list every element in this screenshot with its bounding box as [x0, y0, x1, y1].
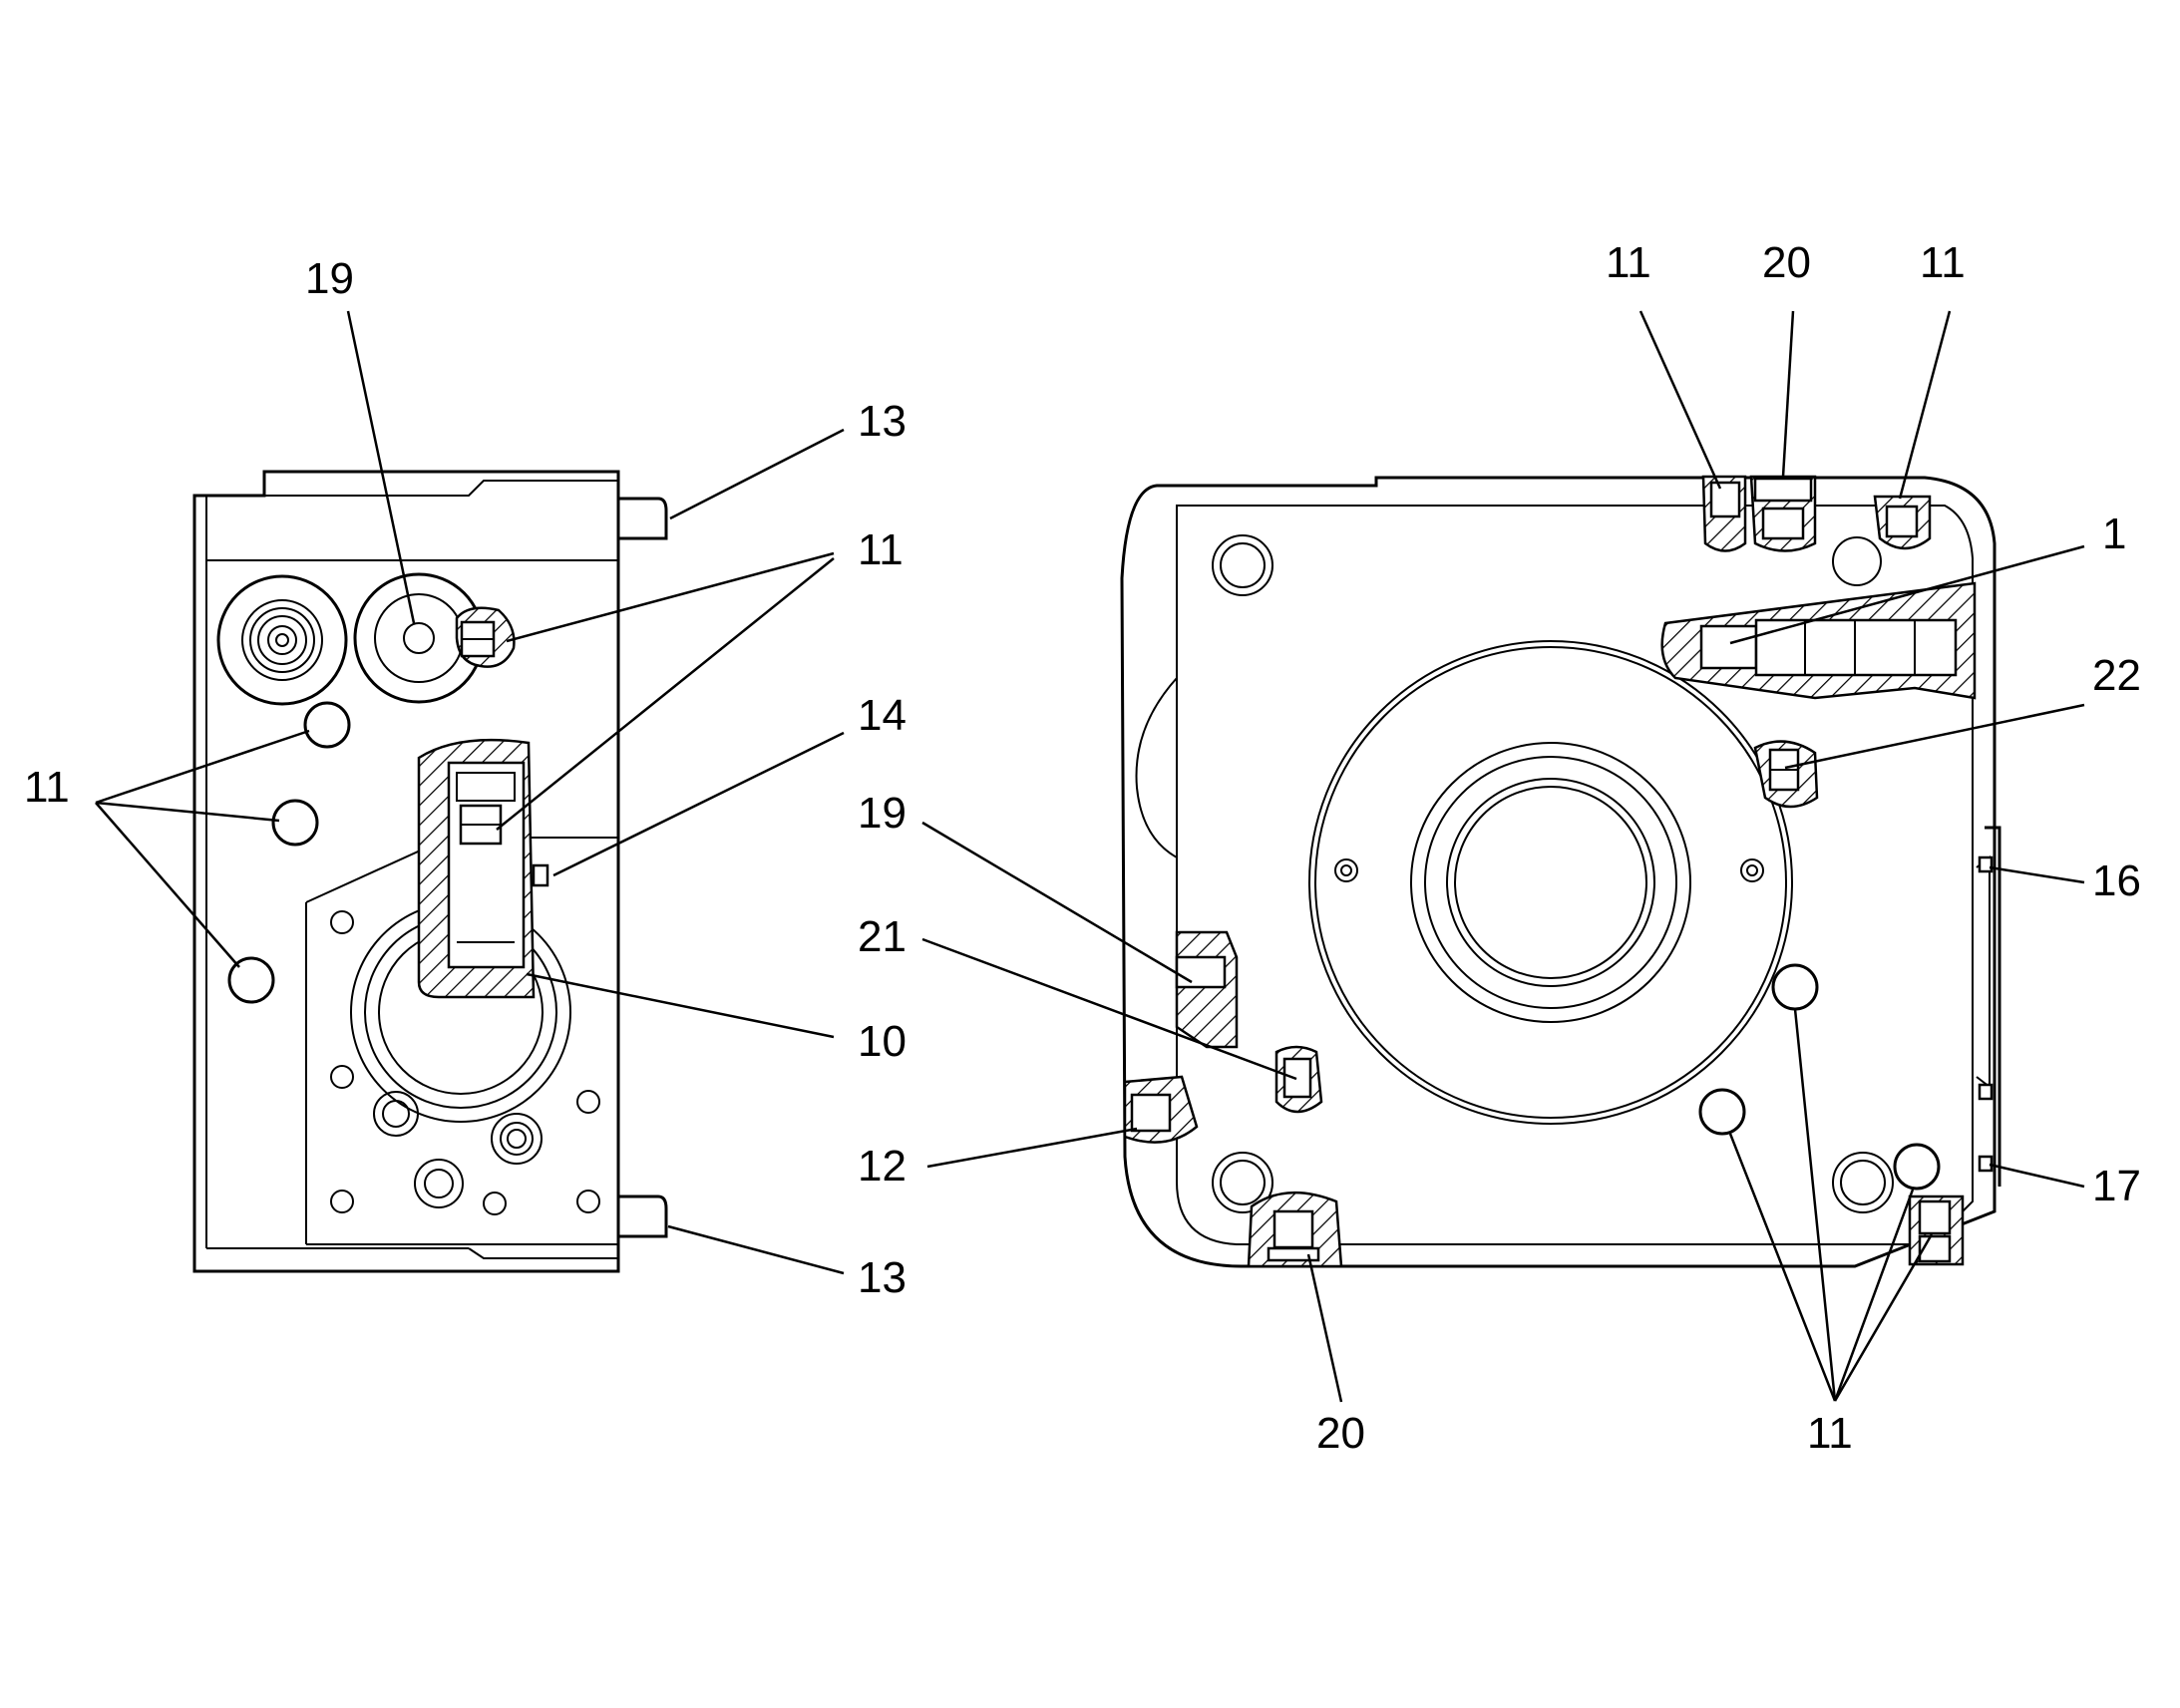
front-view: [921, 310, 2085, 1403]
plug-11-bottom-icon: [1908, 1195, 1965, 1266]
plug-11-icon: [455, 606, 516, 668]
callout-11-left-left: 11: [24, 763, 70, 812]
callout-14: 14: [858, 691, 907, 740]
callout-17: 17: [2092, 1162, 2141, 1210]
callout-13-bottom: 13: [858, 1253, 907, 1302]
callout-21: 21: [858, 912, 907, 961]
callout-11-left-right: 11: [858, 525, 904, 574]
callout-11-top-left: 11: [1606, 238, 1651, 287]
callout-10: 10: [858, 1017, 907, 1066]
left-side-view: [95, 310, 845, 1275]
main-flange-icon: [1308, 640, 1793, 1125]
callout-13-top: 13: [858, 397, 907, 446]
slot-10-icon: [417, 738, 536, 999]
callout-11-top-right: 11: [1920, 238, 1966, 287]
callout-20-bottom: 20: [1316, 1409, 1365, 1458]
channel-1-icon: [1660, 581, 1977, 700]
plug-20-icon: [1247, 1191, 1343, 1268]
callout-11-bottom: 11: [1807, 1409, 1853, 1458]
callout-12: 12: [858, 1142, 907, 1191]
plug-22-icon: [1753, 740, 1819, 809]
threaded-port-icon: [216, 574, 348, 706]
plug-top-icon: [1701, 475, 1932, 552]
callout-22: 22: [2092, 651, 2141, 700]
callout-1: 1: [2102, 510, 2127, 558]
plug-12-icon: [1123, 1075, 1199, 1144]
callout-19-mid: 19: [858, 789, 907, 838]
callout-16: 16: [2092, 856, 2141, 905]
callout-19-left: 19: [305, 254, 354, 303]
callout-20-top: 20: [1762, 238, 1811, 287]
plug-21-icon: [1274, 1045, 1323, 1114]
